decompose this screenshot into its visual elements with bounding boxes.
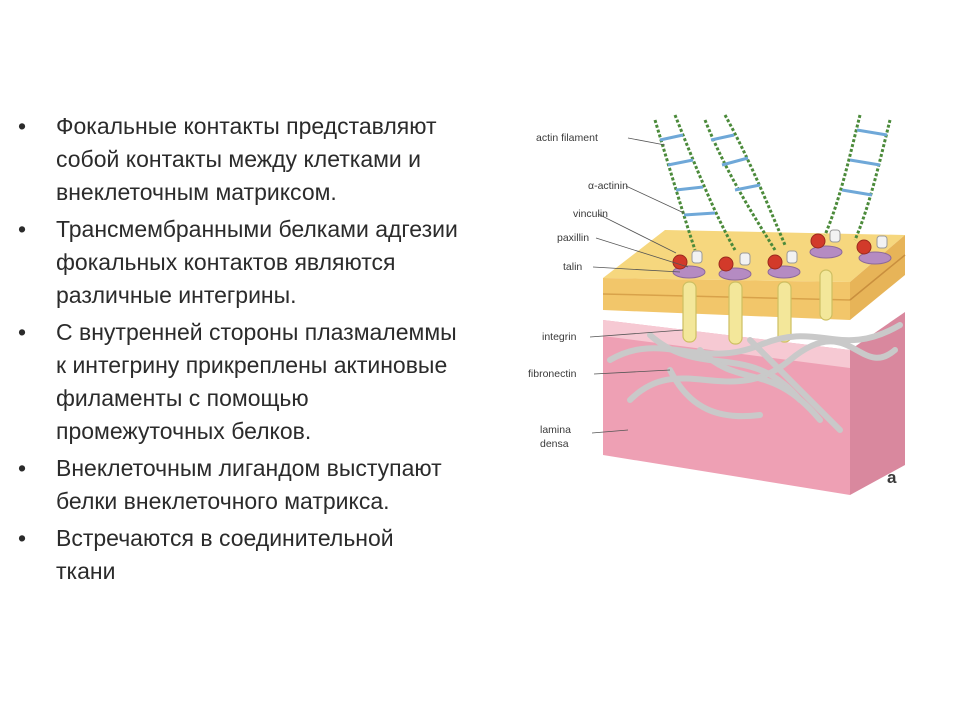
alpha-actinin-link <box>721 156 749 167</box>
integrin-shape <box>777 281 792 343</box>
actin-filaments <box>653 114 892 251</box>
bullet-marker: • <box>18 525 27 551</box>
leader-line <box>595 237 689 268</box>
bullet-item: • С внутренней стороны плазмалеммы к инте… <box>18 316 458 448</box>
paxillin-cap <box>829 229 841 243</box>
integrin-shape <box>728 281 743 345</box>
alpha-actinin-links <box>659 128 888 217</box>
label-talin: talin <box>563 261 582 273</box>
alpha-actinin-link <box>675 185 704 192</box>
label-alpha-actinin: α-actinin <box>588 180 628 192</box>
fibronectin-fiber <box>667 367 763 420</box>
bullet-text: С внутренней стороны плазмалеммы к интег… <box>56 319 457 444</box>
fibronectin-fiber <box>697 347 823 423</box>
lamina-side-face <box>850 312 905 495</box>
leader-line <box>592 266 681 273</box>
bullet-marker: • <box>18 455 27 481</box>
label-integrin: integrin <box>542 331 577 343</box>
vinculin-sphere <box>810 233 826 249</box>
leader-line <box>591 429 629 434</box>
alpha-actinin-link <box>659 133 684 142</box>
focal-contact-diagram: actin filament α-actinin vinculin paxill… <box>528 114 906 495</box>
bullet-item: • Трансмембранными белками адгезии фокаль… <box>18 213 458 312</box>
panel-letter: a <box>887 468 897 487</box>
label-fibronectin: fibronectin <box>528 368 577 380</box>
leader-line <box>627 137 666 146</box>
leader-line <box>589 329 684 338</box>
leader-line <box>597 213 677 254</box>
paxillin-cap <box>786 250 798 264</box>
bullet-marker: • <box>18 113 27 139</box>
vinculin-spheres <box>672 233 872 272</box>
label-vinculin: vinculin <box>573 208 608 220</box>
label-lamina-densa-line1: lamina <box>540 424 571 436</box>
label-actin-filament: actin filament <box>536 132 598 144</box>
bullet-text: Встречаются в соединительной ткани <box>56 525 394 584</box>
vinculin-sphere <box>718 256 734 272</box>
lamina-light-band <box>603 320 850 368</box>
label-lamina-densa-line2: densa <box>540 438 569 450</box>
bullet-list: • Фокальные контакты представляют собой к… <box>18 110 458 592</box>
alpha-actinin-link <box>856 128 888 137</box>
talin-paxillin-discs <box>672 245 892 281</box>
actin-filament <box>823 114 862 236</box>
label-paxillin: paxillin <box>557 232 589 244</box>
fibronectin-fiber <box>647 332 803 403</box>
alpha-actinin-link <box>667 158 694 167</box>
vinculin-sphere <box>672 254 688 270</box>
actin-filament <box>653 119 697 251</box>
paxillin-cap <box>691 250 703 264</box>
actin-filament <box>853 119 892 241</box>
integrin-shape <box>682 281 697 343</box>
leader-lines <box>589 137 689 434</box>
paxillin-cap <box>876 235 888 249</box>
alpha-actinin-link <box>734 183 761 192</box>
bullet-text: Трансмембранными белками адгезии фокальн… <box>56 216 458 308</box>
fibronectin-fiber <box>607 322 903 363</box>
membrane-line <box>849 254 906 301</box>
alpha-actinin-link <box>849 158 881 167</box>
vinculin-sphere <box>856 239 872 255</box>
vinculin-sphere <box>767 254 783 270</box>
alpha-actinin-link <box>710 133 735 142</box>
bullet-text: Внеклеточным лигандом выступают белки вн… <box>56 455 442 514</box>
bullet-text: Фокальные контакты представляют собой ко… <box>56 113 437 205</box>
bullet-item: • Встречаются в соединительной ткани <box>18 522 458 588</box>
leader-line <box>625 185 685 214</box>
talin-disc <box>809 245 843 259</box>
integrin-shape <box>819 269 833 321</box>
focal-contact-figure: actin filament α-actinin vinculin paxill… <box>500 110 920 505</box>
alpha-actinin-link <box>841 188 873 197</box>
membrane-line <box>602 293 851 301</box>
paxillin-caps <box>691 229 888 266</box>
bullet-item: • Фокальные контакты представляют собой к… <box>18 110 458 209</box>
fibronectin-fibers <box>607 322 903 433</box>
integrin-group <box>682 269 833 345</box>
leader-line <box>593 369 671 375</box>
fibronectin-fiber <box>747 337 843 433</box>
alpha-actinin-link <box>683 211 716 217</box>
bullet-marker: • <box>18 319 27 345</box>
bullet-item: • Внеклеточным лигандом выступают белки в… <box>18 452 458 518</box>
bullet-marker: • <box>18 216 27 242</box>
paxillin-cap <box>739 252 751 266</box>
talin-disc <box>858 251 892 265</box>
